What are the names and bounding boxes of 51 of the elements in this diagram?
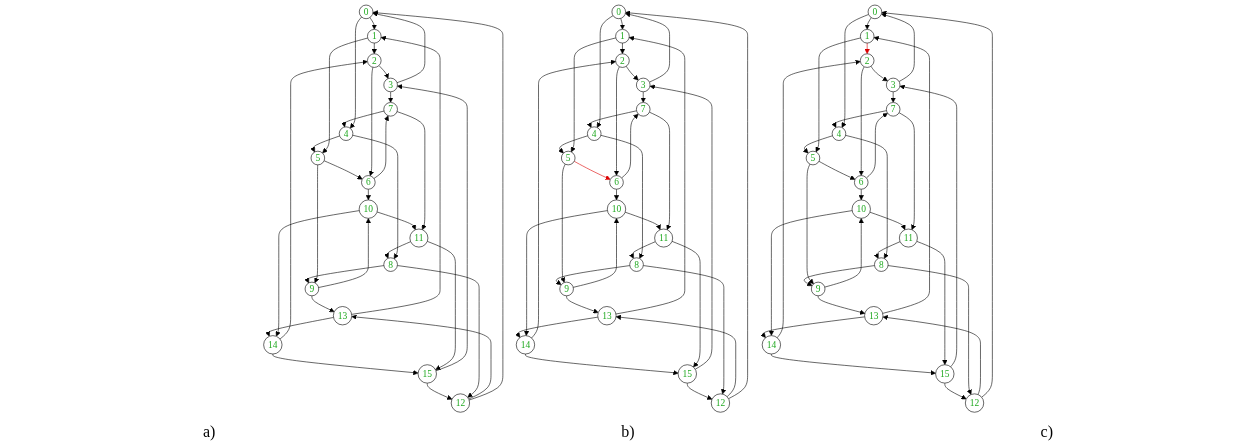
node-circle: 0 <box>359 4 374 19</box>
node-circle: 15 <box>935 364 955 384</box>
node-circle: 4 <box>587 126 602 141</box>
node-circle: 9 <box>304 281 320 297</box>
panel-label: c) <box>1040 423 1053 441</box>
node-circle: 3 <box>886 77 901 93</box>
node-circle: 8 <box>629 257 644 272</box>
panel-label: a) <box>202 423 216 441</box>
node-circle: 8 <box>874 257 889 272</box>
node-circle: 5 <box>805 150 821 166</box>
node-circle: 2 <box>367 53 382 68</box>
node-circle: 12 <box>710 393 730 413</box>
node-circle: 6 <box>361 175 376 190</box>
node-circle: 1 <box>615 29 630 44</box>
node-circle: 10 <box>851 199 871 219</box>
node-circle: 11 <box>899 228 918 248</box>
node-circle: 12 <box>450 393 470 413</box>
node-circle: 12 <box>965 393 985 413</box>
node-circle: 11 <box>654 228 673 248</box>
node-circle: 14 <box>515 335 535 355</box>
node-circle: 5 <box>310 150 325 166</box>
node-circle: 10 <box>358 199 378 219</box>
node-circle: 1 <box>860 29 875 44</box>
node-circle: 0 <box>611 4 626 19</box>
node-circle: 6 <box>609 175 624 190</box>
node-circle: 15 <box>677 364 697 384</box>
node-circle: 5 <box>561 150 576 166</box>
panel-label: b) <box>621 423 635 441</box>
node-circle: 14 <box>263 335 283 355</box>
node-circle: 1 <box>367 29 382 44</box>
node-circle: 13 <box>333 306 353 326</box>
node-circle: 6 <box>854 175 869 190</box>
node-circle: 15 <box>417 364 437 384</box>
node-circle: 4 <box>338 126 354 141</box>
node-circle: 7 <box>886 102 901 117</box>
node-circle: 4 <box>831 126 847 141</box>
node-circle: 3 <box>636 77 651 93</box>
node-circle: 9 <box>811 281 826 297</box>
node-circle: 3 <box>383 77 398 93</box>
node-circle: 9 <box>559 281 574 297</box>
node-circle: 7 <box>383 102 398 117</box>
node-circle: 0 <box>867 4 883 19</box>
node-circle: 10 <box>607 199 626 219</box>
node-circle: 2 <box>860 53 875 68</box>
node-circle: 7 <box>636 102 651 117</box>
node-circle: 13 <box>597 306 617 326</box>
node-circle: 8 <box>383 257 398 272</box>
node-circle: 11 <box>409 228 429 248</box>
node-circle: 2 <box>615 53 630 68</box>
node-circle: 13 <box>864 306 884 326</box>
node-circle: 14 <box>761 335 781 355</box>
